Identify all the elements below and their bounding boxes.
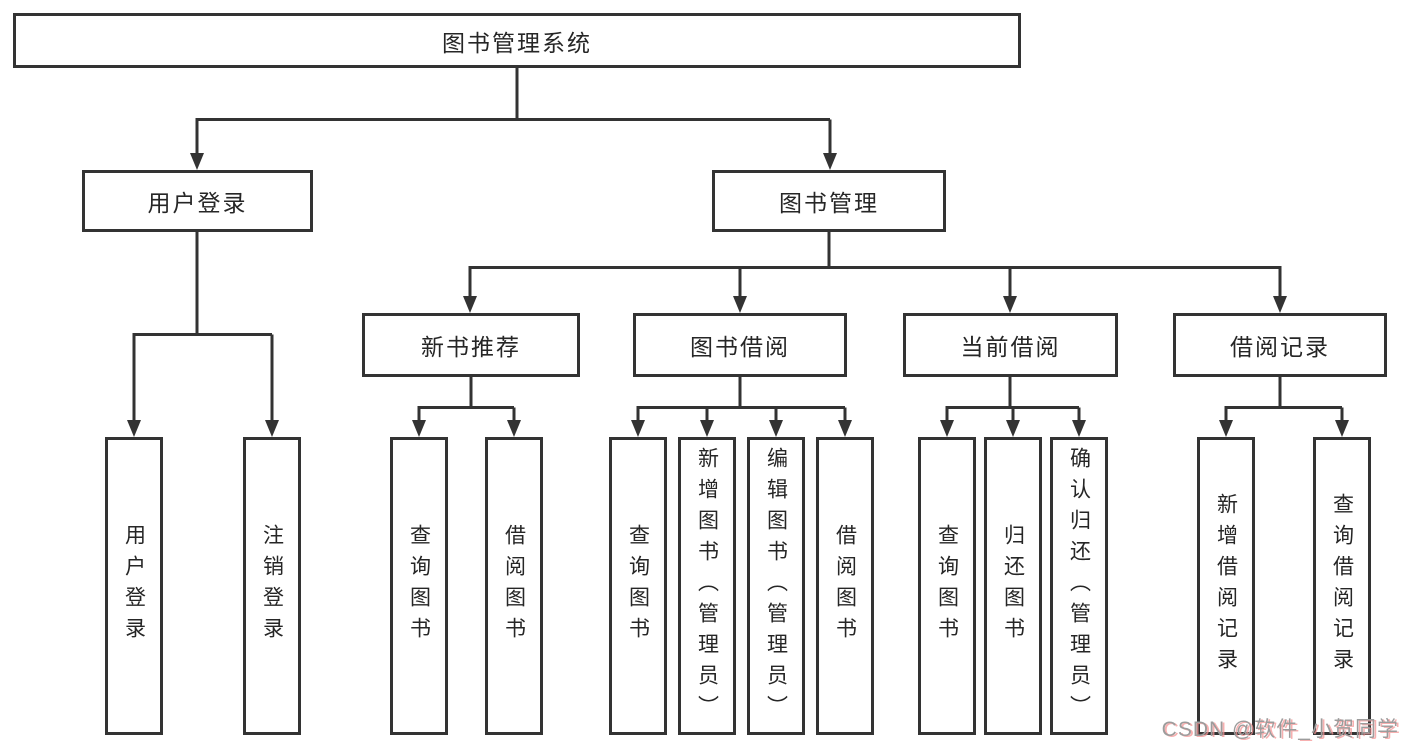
node-label: 借阅图书 xyxy=(502,524,526,648)
tree-edges xyxy=(132,68,1344,420)
arrow-down-icon xyxy=(1003,296,1017,313)
node-label: 新增借阅记录 xyxy=(1214,493,1238,679)
node-label: 新书推荐 xyxy=(421,334,521,360)
node-label: 查询图书 xyxy=(935,524,959,648)
node-label: 借阅记录 xyxy=(1230,334,1330,360)
node-label: 图书管理 xyxy=(779,190,879,216)
leaf-borrow-add-books-admin: 新增图书（管理员） xyxy=(678,437,736,735)
arrow-down-icon xyxy=(412,420,426,437)
arrow-down-icon xyxy=(823,153,837,170)
node-label: 查询图书 xyxy=(407,524,431,648)
node-label: 编辑图书（管理员） xyxy=(764,446,788,726)
arrowhead-icons xyxy=(127,153,1349,437)
leaf-current-query-books: 查询图书 xyxy=(918,437,976,735)
node-label: 查询借阅记录 xyxy=(1330,493,1354,679)
leaf-borrow-edit-books-admin: 编辑图书（管理员） xyxy=(747,437,805,735)
arrow-down-icon xyxy=(1273,296,1287,313)
node-borrow-records: 借阅记录 xyxy=(1173,313,1387,377)
leaf-current-confirm-return-admin: 确认归还（管理员） xyxy=(1050,437,1108,735)
node-label: 注销登录 xyxy=(260,524,284,648)
node-label: 图书借阅 xyxy=(690,334,790,360)
arrow-down-icon xyxy=(1072,420,1086,437)
leaf-logout: 注销登录 xyxy=(243,437,301,735)
node-label: 确认归还（管理员） xyxy=(1067,446,1091,726)
arrow-down-icon xyxy=(1335,420,1349,437)
arrow-down-icon xyxy=(1219,420,1233,437)
node-label: 借阅图书 xyxy=(833,524,857,648)
leaf-records-query-record: 查询借阅记录 xyxy=(1313,437,1371,735)
csdn-watermark: CSDN @软件_小贺同学 xyxy=(1161,718,1399,741)
node-new-book-recommend: 新书推荐 xyxy=(362,313,580,377)
node-label: 图书管理系统 xyxy=(442,29,592,56)
arrow-down-icon xyxy=(940,420,954,437)
arrow-down-icon xyxy=(265,420,279,437)
arrow-down-icon xyxy=(463,296,477,313)
node-book-management: 图书管理 xyxy=(712,170,946,232)
leaf-current-return-books: 归还图书 xyxy=(984,437,1042,735)
node-current-borrow: 当前借阅 xyxy=(903,313,1118,377)
arrow-down-icon xyxy=(1006,420,1020,437)
arrow-down-icon xyxy=(769,420,783,437)
node-label: 当前借阅 xyxy=(960,334,1061,360)
leaf-recommend-query-books: 查询图书 xyxy=(390,437,448,735)
arrow-down-icon xyxy=(700,420,714,437)
node-label: 新增图书（管理员） xyxy=(695,446,719,726)
node-user-login: 用户登录 xyxy=(82,170,313,232)
node-label: 归还图书 xyxy=(1001,524,1025,648)
node-label: 用户登录 xyxy=(147,190,248,216)
arrow-down-icon xyxy=(733,296,747,313)
arrow-down-icon xyxy=(507,420,521,437)
leaf-borrow-borrow-books: 借阅图书 xyxy=(816,437,874,735)
leaf-recommend-borrow-books: 借阅图书 xyxy=(485,437,543,735)
leaf-user-login: 用户登录 xyxy=(105,437,163,735)
arrow-down-icon xyxy=(190,153,204,170)
node-label: 用户登录 xyxy=(122,524,146,648)
arrow-down-icon xyxy=(838,420,852,437)
arrow-down-icon xyxy=(127,420,141,437)
node-label: 查询图书 xyxy=(626,524,650,648)
leaf-borrow-query-books: 查询图书 xyxy=(609,437,667,735)
leaf-records-add-record: 新增借阅记录 xyxy=(1197,437,1255,735)
node-library-management-system: 图书管理系统 xyxy=(13,13,1021,68)
node-book-borrow: 图书借阅 xyxy=(633,313,847,377)
arrow-down-icon xyxy=(631,420,645,437)
